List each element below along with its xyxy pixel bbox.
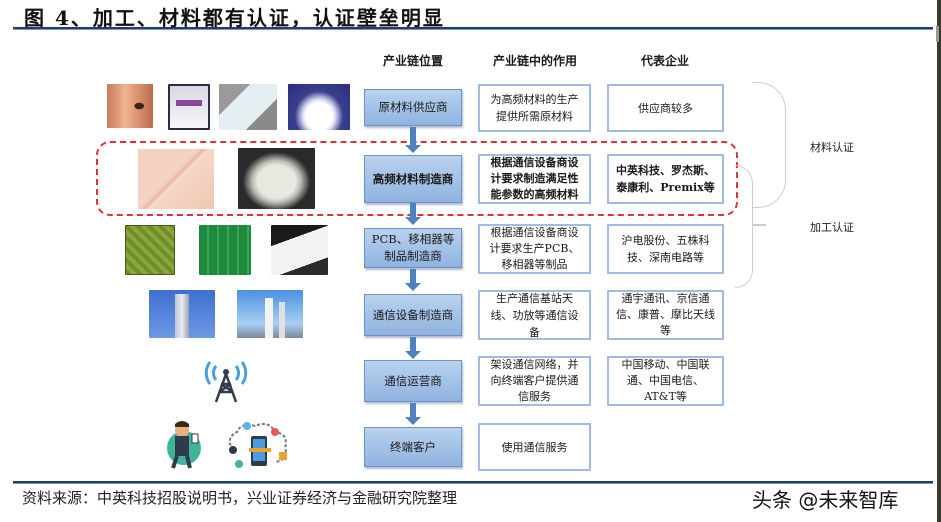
column-header-enterprises: 代表企业 [640,54,689,68]
role-box-raw-material-supplier: 为高频材料的生产提供所需原材料 [478,84,591,132]
figure-title: 图 4、加工、材料都有认证，认证壁垒明显 [24,6,445,30]
source-note: 资料来源：中英科技招股说明书，兴业证券经济与金融研究院整理 [22,489,458,507]
flow-arrow [405,403,421,425]
flow-arrow [405,337,421,359]
phase-shifter-cards-image [271,225,328,275]
laminate-sheets-image [138,149,214,209]
material-cert-label: 材料认证 [810,141,854,154]
window-edge [937,0,941,522]
flow-arrow [405,127,421,153]
resin-pellets-image [238,148,315,209]
role-box-pcb-maker: 根据通信设备商设计要求生产PCB、移相器等制品 [478,224,591,274]
role-box-end-customer: 使用通信服务 [478,423,591,471]
enterprise-box-raw-material-supplier: 供应商较多 [607,84,724,132]
scrollbar-thumb[interactable] [936,26,939,42]
processing-cert-label: 加工认证 [810,221,854,234]
bracket-tick [752,224,766,226]
processing-cert-bracket [735,165,753,288]
white-powder-image [288,84,350,130]
signal-tower-icon [204,361,248,403]
enterprise-box-operator: 中国移动、中国联通、中国电信、AT&T等 [607,356,724,406]
enterprise-box-equipment-maker: 通宇通讯、京信通信、康普、摩比天线等 [607,290,724,340]
cell-tower-antenna-image [149,290,215,338]
position-box-pcb-maker: PCB、移相器等制品制造商 [364,228,462,268]
material-cert-bracket [752,82,786,208]
copper-foil-roll-image [107,84,153,128]
enterprise-box-pcb-maker: 沪电股份、五株科技、深南电路等 [607,224,724,274]
flow-arrow [405,203,421,225]
flow-arrow [405,269,421,291]
cloud-mobile-icon [228,422,287,468]
column-header-position: 产业链位置 [382,54,443,68]
position-box-equipment-maker: 通信设备制造商 [364,294,462,336]
chemical-container-image [168,84,210,130]
role-box-operator: 架设通信网络，并向终端客户提供通信服务 [478,356,591,406]
base-station-antenna-image [237,290,303,338]
position-box-hf-material-maker: 高频材料制造商 [364,155,462,203]
glass-fiber-cloth-image [219,84,277,130]
top-rule [13,27,933,30]
column-header-role: 产业链中的作用 [492,54,577,68]
watermark: 头条 @未来智库 [752,488,899,512]
position-box-operator: 通信运营商 [364,360,462,402]
position-box-raw-material-supplier: 原材料供应商 [364,89,462,126]
pcb-board-green-image [199,225,251,275]
position-box-end-customer: 终端客户 [364,427,462,467]
enterprise-box-hf-material-maker: 中英科技、罗杰斯、泰康利、Premix等 [607,154,724,204]
bottom-rule [13,481,933,484]
pcb-board-yellow-image [125,225,175,275]
role-box-equipment-maker: 生产通信基站天线、功放等通信设备 [478,290,591,340]
user-phone-icon [167,421,201,469]
role-box-hf-material-maker: 根据通信设备商设计要求制造满足性能参数的高频材料 [478,154,591,204]
